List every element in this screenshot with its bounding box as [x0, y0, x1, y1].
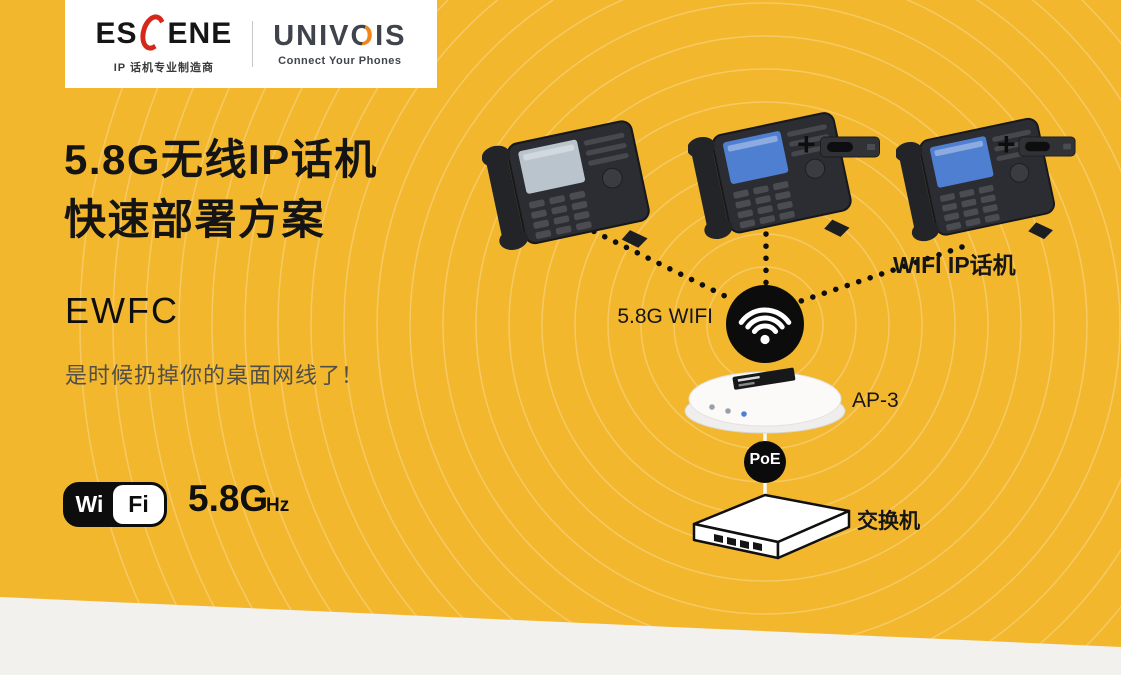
- univois-wordmark-b: IS: [375, 19, 407, 52]
- usb-wifi-dongle-2-icon: [1018, 136, 1076, 157]
- network-switch-icon: [692, 493, 851, 560]
- model-name: EWFC: [65, 290, 179, 331]
- slogan-text: 是时候扔掉你的桌面网线了！: [65, 363, 365, 388]
- ip-phone-2: [688, 102, 863, 244]
- main-title-line-2: 快速部署方案: [64, 196, 326, 243]
- wifi-badge-wi: Wi: [75, 491, 104, 517]
- escene-wordmark: ES ENE: [95, 10, 233, 55]
- wifi-circle-icon: [726, 285, 804, 363]
- access-point-icon: [684, 367, 846, 434]
- access-point-label: AP-3: [852, 389, 899, 412]
- poe-label: PoE: [749, 451, 781, 468]
- logo-panel: ES ENE IP 话机专业制造商 UNIVOIS Connect Your Ph…: [65, 0, 437, 88]
- univois-wordmark-a: UNIV: [273, 19, 351, 52]
- escene-wordmark-left: ES: [95, 17, 138, 50]
- dotted-link-phone1: [580, 223, 734, 302]
- switch-label: 交换机: [857, 510, 920, 533]
- escene-wordmark-right: ENE: [167, 17, 233, 50]
- main-title: 5.8G无线IP话机 快速部署方案: [64, 130, 378, 250]
- ip-phone-1: [482, 110, 662, 255]
- escene-tagline: IP 话机专业制造商: [113, 61, 214, 74]
- poe-badge: [744, 441, 786, 483]
- escene-crescent-icon: [135, 10, 170, 54]
- wifi-phones-label: WIFI IP话机: [893, 252, 1016, 278]
- wifi-badge-fi: Fi: [113, 485, 164, 524]
- frequency-unit: Hz: [266, 495, 290, 516]
- univois-logo: UNIVOIS Connect Your Phones: [273, 19, 407, 67]
- frequency-value: 5.8G: [188, 478, 269, 519]
- logo-divider: [252, 21, 254, 67]
- plus-sign-1: +: [797, 126, 816, 162]
- dotted-link-phone3: [798, 244, 965, 304]
- univois-tagline: Connect Your Phones: [278, 54, 402, 67]
- univois-wordmark: UNIVOIS: [273, 19, 407, 52]
- escene-logo: ES ENE IP 话机专业制造商: [95, 10, 233, 75]
- plus-sign-2: +: [997, 126, 1016, 162]
- univois-wordmark-o: O: [350, 19, 376, 52]
- wifi-badge: Wi Fi: [63, 482, 167, 527]
- ip-phone-3: [896, 108, 1066, 246]
- usb-wifi-dongle-1-icon: [820, 136, 880, 158]
- main-title-line-1: 5.8G无线IP话机: [64, 136, 378, 183]
- wifi-network-label: 5.8G WIFI: [617, 305, 713, 328]
